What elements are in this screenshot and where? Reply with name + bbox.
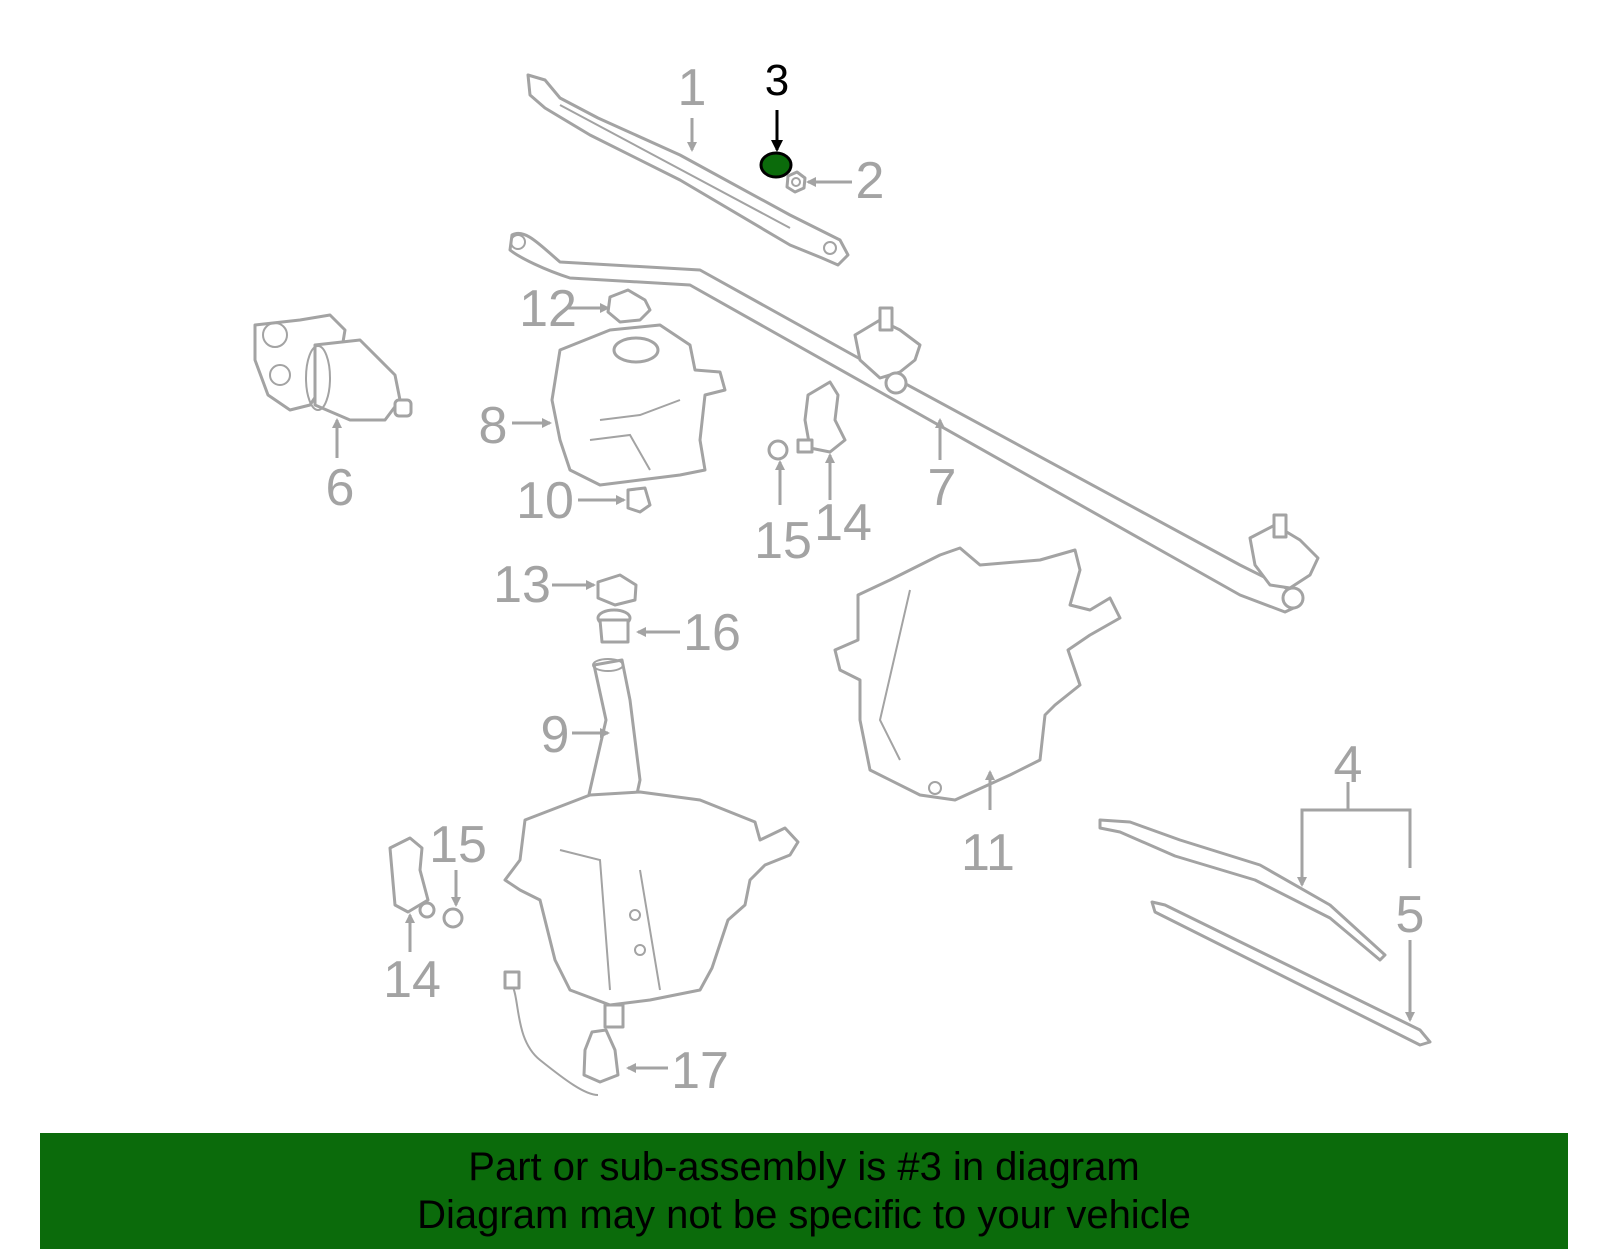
wiper-arm-part-1[interactable] bbox=[526, 73, 850, 267]
callout-1: 1 bbox=[678, 59, 707, 117]
grommet-part-15-lower[interactable] bbox=[442, 907, 464, 929]
callout-16: 16 bbox=[683, 604, 741, 662]
callout-12: 12 bbox=[519, 280, 577, 338]
cap-part-12[interactable] bbox=[606, 288, 652, 324]
leader-4-right bbox=[1348, 808, 1412, 868]
leader-4-left bbox=[1297, 782, 1350, 887]
lower-reservoir-tank[interactable] bbox=[503, 790, 800, 1029]
callout-8: 8 bbox=[479, 397, 508, 455]
washer-pump-part-14-upper[interactable] bbox=[796, 380, 847, 454]
callout-7: 7 bbox=[928, 459, 957, 517]
callout-6: 6 bbox=[326, 459, 355, 517]
wiper-refill-part-5[interactable] bbox=[1150, 900, 1432, 1047]
callout-15-upper: 15 bbox=[754, 512, 812, 570]
strainer-part-16[interactable] bbox=[596, 608, 632, 644]
callout-14-upper: 14 bbox=[814, 494, 872, 552]
reservoir-tank-part-8[interactable] bbox=[550, 323, 727, 487]
callout-15-lower: 15 bbox=[429, 816, 487, 874]
shield-part-11[interactable] bbox=[833, 546, 1122, 802]
callout-3-highlighted: 3 bbox=[765, 56, 789, 105]
wiper-motor-part-6[interactable] bbox=[253, 313, 413, 422]
callout-11: 11 bbox=[961, 824, 1015, 882]
grommet-part-15-upper[interactable] bbox=[767, 439, 789, 461]
callout-5: 5 bbox=[1396, 886, 1425, 944]
level-sensor-part-17[interactable] bbox=[503, 970, 620, 1096]
filler-cap-part-13[interactable] bbox=[596, 573, 638, 607]
callout-14-lower: 14 bbox=[383, 951, 441, 1009]
callout-13: 13 bbox=[493, 556, 551, 614]
nut-part-2[interactable] bbox=[785, 170, 807, 194]
wiper-linkage-part-7[interactable] bbox=[508, 231, 1320, 614]
washer-pump-part-14-lower[interactable] bbox=[388, 836, 436, 919]
banner-line-disclaimer: Diagram may not be specific to your vehi… bbox=[417, 1193, 1191, 1237]
grommet-part-10[interactable] bbox=[626, 486, 652, 514]
cap-part-3-highlighted[interactable] bbox=[759, 151, 793, 179]
wiper-blade-part-4[interactable] bbox=[1098, 818, 1387, 962]
callout-2: 2 bbox=[856, 152, 885, 210]
callout-9: 9 bbox=[541, 706, 570, 764]
callout-10: 10 bbox=[516, 472, 574, 530]
callout-4: 4 bbox=[1334, 736, 1363, 794]
callout-17: 17 bbox=[671, 1042, 729, 1100]
banner-line-part-number: Part or sub-assembly is #3 in diagram bbox=[468, 1145, 1140, 1189]
info-banner: Part or sub-assembly is #3 in diagram Di… bbox=[40, 1133, 1568, 1249]
